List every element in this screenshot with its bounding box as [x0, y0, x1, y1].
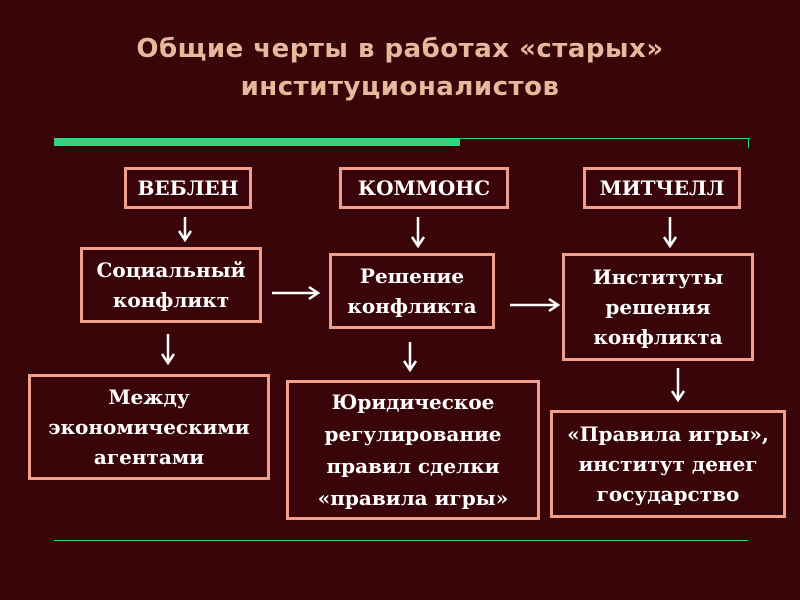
header-veblen-label: ВЕБЛЕН: [137, 176, 239, 200]
box-legal-regulation-line-3: правил сделки: [326, 454, 500, 478]
box-resolution-institutions-line-3: конфликта: [593, 325, 723, 349]
header-mitchell-label: МИТЧЕЛЛ: [599, 176, 725, 200]
arrow-down-mitchell-1: [662, 217, 678, 249]
box-conflict-resolution: Решение конфликта: [329, 253, 495, 329]
box-rules-of-game: «Правила игры», институт денег государст…: [550, 410, 786, 518]
arrow-down-veblen-2: [160, 334, 176, 366]
box-legal-regulation-line-2: регулирование: [324, 422, 502, 446]
arrow-down-commons-2: [402, 342, 418, 373]
box-resolution-institutions-line-2: решения: [605, 295, 711, 319]
box-conflict-resolution-line-2: конфликта: [347, 294, 477, 318]
bottom-rule: [54, 540, 748, 541]
header-commons: КОММОНС: [339, 167, 509, 209]
title-line-1: Общие черты в работах «старых»: [136, 34, 664, 64]
box-social-conflict-line-1: Социальный: [96, 258, 246, 282]
title-rule-thick: [54, 138, 460, 146]
box-social-conflict-line-2: конфликт: [112, 288, 230, 312]
arrow-down-commons-1: [410, 217, 426, 249]
box-social-conflict: Социальный конфликт: [80, 247, 262, 323]
arrow-down-veblen-1: [177, 217, 193, 243]
box-resolution-institutions-line-1: Институты: [592, 265, 724, 289]
box-rules-of-game-line-3: государство: [596, 482, 740, 506]
box-rules-of-game-line-2: институт денег: [578, 452, 758, 476]
box-legal-regulation-line-4: «правила игры»: [317, 486, 509, 510]
arrow-right-1: [272, 285, 321, 301]
box-economic-agents: Между экономическими агентами: [28, 374, 270, 480]
header-mitchell: МИТЧЕЛЛ: [583, 167, 741, 209]
box-economic-agents-line-2: экономическими: [48, 415, 250, 439]
title-line-2: институционалистов: [240, 72, 560, 102]
title-rule-thin: [460, 138, 750, 139]
box-legal-regulation: Юридическое регулирование правил сделки …: [286, 380, 540, 520]
box-resolution-institutions: Институты решения конфликта: [562, 253, 754, 361]
title-rule-tick: [748, 138, 749, 148]
box-economic-agents-line-3: агентами: [93, 445, 205, 469]
box-economic-agents-line-1: Между: [108, 385, 190, 409]
arrow-down-mitchell-2: [670, 368, 686, 403]
slide-title: Общие черты в работах «старых» институци…: [0, 30, 800, 106]
header-veblen: ВЕБЛЕН: [124, 167, 252, 209]
box-legal-regulation-line-1: Юридическое: [331, 390, 495, 414]
box-rules-of-game-line-1: «Правила игры»,: [567, 422, 769, 446]
box-conflict-resolution-line-1: Решение: [359, 264, 465, 288]
arrow-right-2: [510, 297, 561, 313]
header-commons-label: КОММОНС: [357, 176, 491, 200]
